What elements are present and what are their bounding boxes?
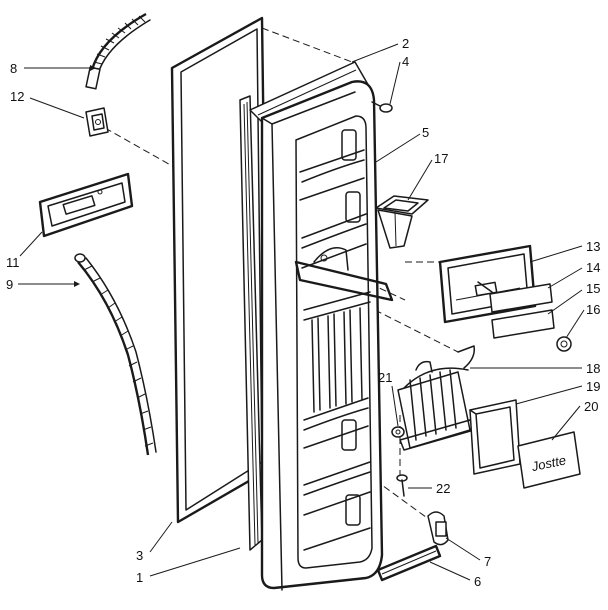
callout-labels: 8 12 11 9 3 1 2 4 5 17 13 14 15 16 18 19…: [6, 36, 600, 589]
callout-13: 13: [586, 239, 600, 254]
callout-7: 7: [484, 554, 491, 569]
overlay-card-14: [489, 283, 553, 313]
bracket-19: [469, 399, 521, 475]
screw-22: [396, 474, 408, 497]
door-liner-gasket: [239, 95, 263, 551]
ice-chute-funnel: [375, 195, 429, 249]
callout-11: 11: [6, 255, 20, 270]
callout-4: 4: [402, 54, 409, 69]
bracket-12: [85, 107, 109, 137]
callout-20: 20: [584, 399, 598, 414]
grommet-21: [391, 426, 405, 438]
callout-16: 16: [586, 302, 600, 317]
label-card-20: Jostte: [517, 431, 581, 489]
callout-18: 18: [586, 361, 600, 376]
knob-16: [556, 336, 572, 352]
callout-6: 6: [474, 574, 481, 589]
clip-7: [427, 511, 449, 546]
dispenser-housing-11: [38, 172, 134, 238]
callout-14: 14: [586, 260, 600, 275]
liner-ribs: [311, 307, 363, 413]
callout-2: 2: [402, 36, 409, 51]
callout-3: 3: [136, 548, 143, 563]
label-card-text: Jostte: [529, 452, 567, 474]
water-tube-lower: [74, 253, 157, 456]
leader-lines: [18, 43, 585, 581]
callout-19: 19: [586, 379, 600, 394]
dispenser-panel-13: [438, 244, 537, 324]
callout-1: 1: [136, 570, 143, 585]
water-tube-upper: [85, 12, 151, 90]
door-liner: [260, 80, 394, 591]
overlay-card-15: [491, 309, 555, 339]
callout-22: 22: [436, 481, 450, 496]
callout-8: 8: [10, 61, 17, 76]
screw-4: [371, 101, 393, 113]
heater-switch-assembly: [397, 345, 476, 451]
callout-15: 15: [586, 281, 600, 296]
handle-strip-6: [376, 544, 442, 582]
callout-5: 5: [422, 125, 429, 140]
callout-21: 21: [378, 370, 392, 385]
callout-17: 17: [434, 151, 448, 166]
callout-12: 12: [10, 89, 24, 104]
callout-9: 9: [6, 277, 13, 292]
